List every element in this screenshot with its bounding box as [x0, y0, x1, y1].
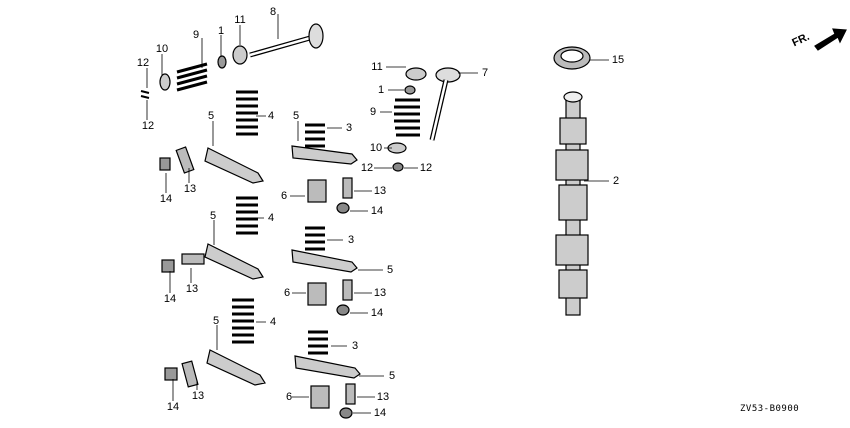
callout: 2 [612, 175, 620, 187]
callout: 1 [217, 25, 225, 37]
exhaust-valve [429, 67, 461, 141]
callout: 7 [481, 67, 489, 79]
callout: 12 [141, 120, 155, 132]
callout: 4 [267, 212, 275, 224]
callout: 5 [207, 110, 215, 122]
callout: 13 [191, 390, 205, 402]
callout: 10 [155, 43, 169, 55]
callout: 6 [280, 190, 288, 202]
callout: 14 [159, 193, 173, 205]
callout: 13 [376, 391, 390, 403]
callout: 11 [371, 61, 383, 73]
callout: 1 [377, 84, 385, 96]
callout: 14 [166, 401, 180, 413]
valve-spring-top [176, 62, 208, 92]
callout: 14 [373, 407, 387, 419]
callout: 9 [192, 29, 200, 41]
callout: 13 [373, 287, 387, 299]
callout: 5 [386, 264, 394, 276]
retainer [232, 45, 248, 65]
callout: 12 [360, 162, 374, 174]
callout: 5 [212, 315, 220, 327]
seal [140, 90, 150, 99]
callout: 4 [269, 316, 277, 328]
callout: 12 [419, 162, 433, 174]
callout: 10 [369, 142, 383, 154]
callout: 4 [267, 110, 275, 122]
callout: 14 [370, 205, 384, 217]
callout: 13 [373, 185, 387, 197]
callout: 14 [370, 307, 384, 319]
callout: 5 [209, 210, 217, 222]
rocker-row-2 [161, 196, 358, 316]
callout: 12 [136, 57, 150, 69]
rocker-row-3 [164, 298, 361, 419]
callout: 8 [269, 6, 277, 18]
callout: 13 [183, 183, 197, 195]
callout: 13 [185, 283, 199, 295]
callout: 9 [369, 106, 377, 118]
rocker-row-1 [159, 90, 358, 214]
callout: 14 [163, 293, 177, 305]
callout: 3 [345, 122, 353, 134]
callout: 11 [234, 14, 246, 26]
intake-valve [249, 23, 324, 58]
cotter [217, 55, 227, 69]
callout: 5 [292, 110, 300, 122]
callout: 6 [285, 391, 293, 403]
front-arrow-icon [814, 28, 847, 51]
callout: 3 [347, 234, 355, 246]
callout: 5 [388, 370, 396, 382]
callout: 6 [283, 287, 291, 299]
diagram-code: ZV53-B0900 [740, 404, 800, 414]
leader-lines [146, 14, 609, 414]
callout: 15 [611, 54, 625, 66]
callout: 3 [351, 340, 359, 352]
camshaft [555, 91, 589, 316]
spring-seat [159, 73, 171, 91]
